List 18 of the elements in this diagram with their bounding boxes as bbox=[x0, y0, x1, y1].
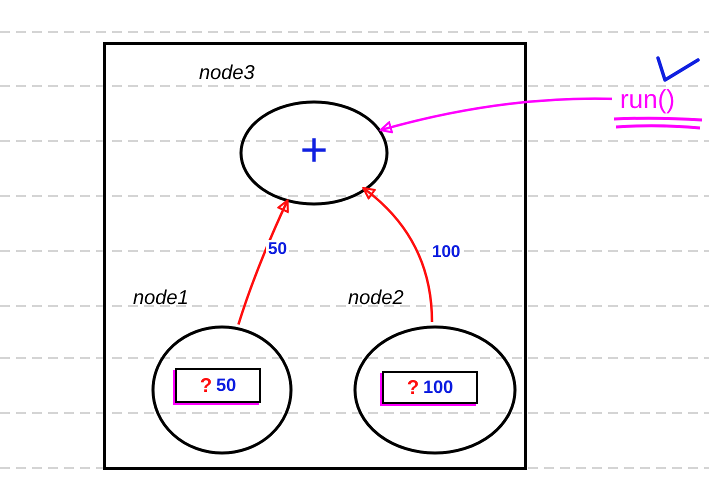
arrow bbox=[237, 199, 289, 325]
method-text: run() bbox=[620, 86, 675, 112]
value-text: 50 bbox=[216, 374, 236, 397]
unknown-mark: ? bbox=[406, 376, 420, 400]
operator-symbol: + bbox=[300, 127, 328, 175]
arrow bbox=[362, 186, 434, 322]
arrow bbox=[380, 97, 612, 134]
node-title: node2 bbox=[348, 286, 404, 311]
edge-label: 50 bbox=[266, 240, 289, 257]
unknown-mark: ? bbox=[200, 374, 212, 398]
method-label bbox=[612, 86, 704, 132]
node-title: node3 bbox=[199, 61, 255, 86]
node-title: node1 bbox=[133, 286, 189, 311]
frame-box bbox=[103, 42, 527, 470]
edge-label: 100 bbox=[430, 243, 462, 260]
value-box bbox=[175, 368, 261, 403]
value-text: 100 bbox=[423, 376, 454, 399]
value-box bbox=[382, 371, 478, 404]
